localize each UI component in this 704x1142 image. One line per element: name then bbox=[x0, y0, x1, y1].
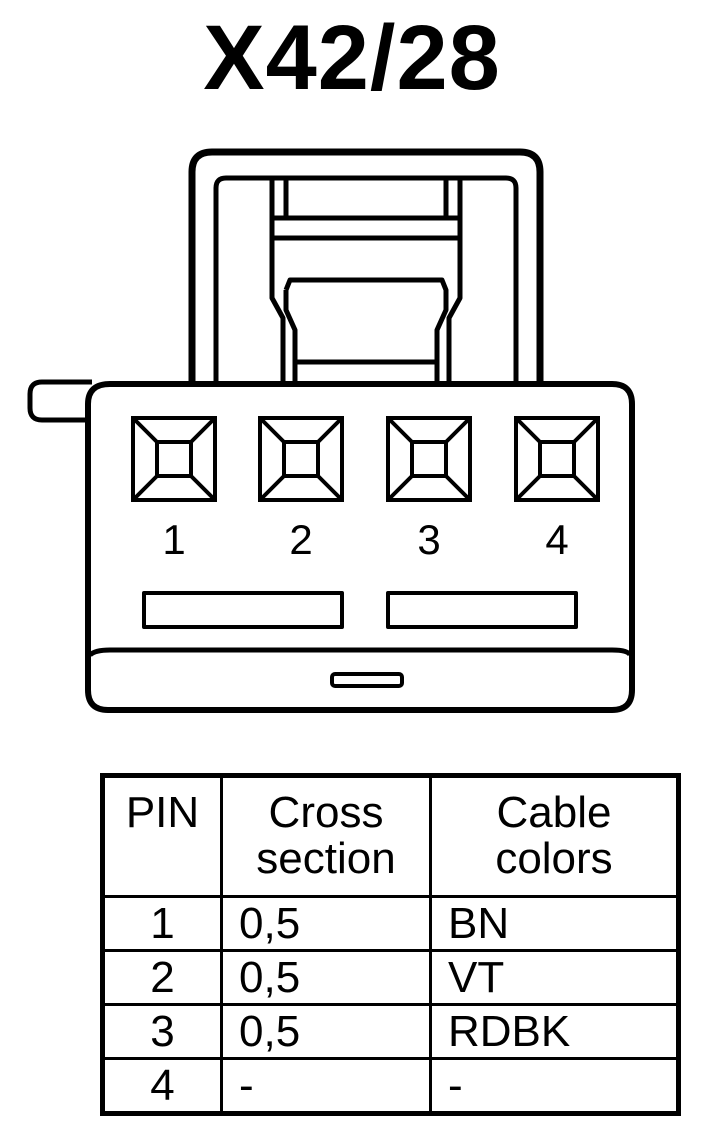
cell-cross-section: 0,5 bbox=[220, 1003, 432, 1060]
cell-pin: 1 bbox=[101, 895, 223, 952]
pin-terminal-1 bbox=[131, 416, 217, 502]
pin-terminal-3 bbox=[386, 416, 472, 502]
cell-cross-section: - bbox=[220, 1057, 432, 1115]
cell-cross-section: 0,5 bbox=[220, 895, 432, 952]
pin-terminal-2 bbox=[258, 416, 344, 502]
cell-cable-color: BN bbox=[429, 895, 680, 952]
cell-cross-section: 0,5 bbox=[220, 949, 432, 1006]
cell-cable-color: VT bbox=[429, 949, 680, 1006]
cell-pin: 3 bbox=[101, 1003, 223, 1060]
connector-title: X42/28 bbox=[203, 7, 501, 109]
pin-number-4: 4 bbox=[545, 516, 568, 563]
header-pin: PIN bbox=[101, 774, 223, 898]
connector-housing bbox=[85, 381, 635, 713]
table-row: 1 0,5 BN bbox=[101, 895, 680, 952]
pin-number-1: 1 bbox=[162, 516, 185, 563]
pin-terminals bbox=[131, 416, 600, 502]
table-row: 3 0,5 RDBK bbox=[101, 1003, 680, 1060]
pin-assignment-table: PIN Cross section Cable colors 1 0,5 BN … bbox=[100, 773, 681, 1116]
latch-frame bbox=[188, 148, 544, 385]
table-row: 4 - - bbox=[101, 1057, 680, 1115]
header-cross-section: Cross section bbox=[220, 774, 432, 898]
cell-pin: 4 bbox=[101, 1057, 223, 1115]
cell-cable-color: RDBK bbox=[429, 1003, 680, 1060]
connector-diagram: 1 2 3 4 bbox=[27, 148, 635, 713]
table-row: 2 0,5 VT bbox=[101, 949, 680, 1006]
header-cable-colors: Cable colors bbox=[429, 774, 680, 898]
pin-number-2: 2 bbox=[289, 516, 312, 563]
side-tab bbox=[27, 379, 92, 423]
pin-terminal-4 bbox=[514, 416, 600, 502]
cell-cable-color: - bbox=[429, 1057, 680, 1115]
pin-number-3: 3 bbox=[417, 516, 440, 563]
table-header-row: PIN Cross section Cable colors bbox=[101, 774, 680, 898]
cell-pin: 2 bbox=[101, 949, 223, 1006]
